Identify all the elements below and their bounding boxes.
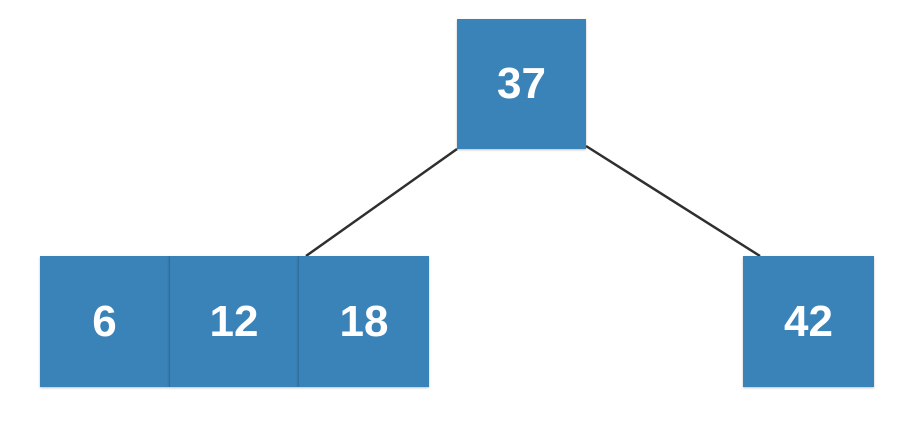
right-child-key: 42 bbox=[743, 256, 874, 387]
left-child-key-2: 12 bbox=[169, 256, 298, 387]
left-child-key-3: 18 bbox=[298, 256, 429, 387]
edge-root-to-left-child bbox=[305, 147, 458, 258]
edge-root-to-right-child bbox=[585, 144, 761, 258]
root-node-key: 37 bbox=[457, 19, 586, 149]
left-child-key-1: 6 bbox=[40, 256, 169, 387]
